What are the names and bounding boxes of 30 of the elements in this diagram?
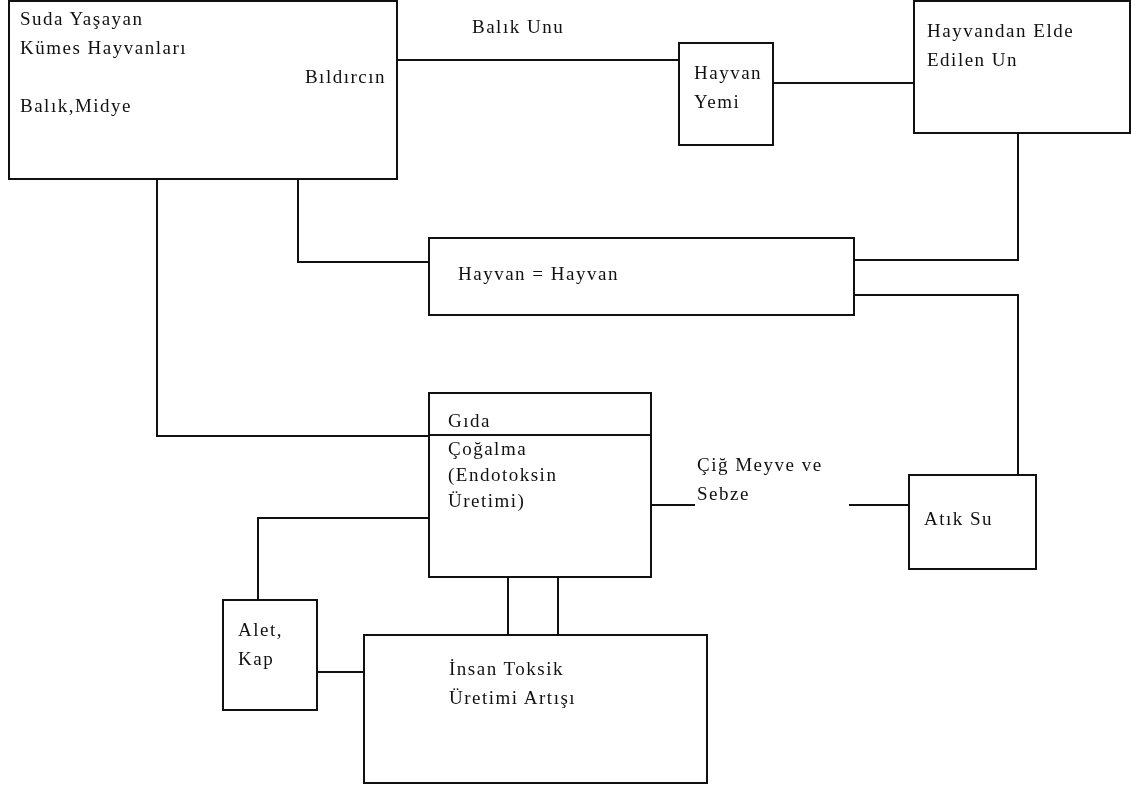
box-text: Çoğalma (Endotoksin Üretimi) <box>447 437 559 513</box>
box-text: Kümes Hayvanları <box>20 36 187 60</box>
connector-line <box>507 577 509 635</box>
box-text: Suda Yaşayan <box>20 7 144 31</box>
process-box <box>913 0 1131 134</box>
box-text: Hayvandan Elde Edilen Un <box>927 19 1076 72</box>
connector-line <box>773 82 914 84</box>
box-text: Bıldırcın <box>304 65 386 89</box>
box-text: Atık Su <box>924 507 994 531</box>
box-text: Alet, Kap <box>238 618 284 671</box>
box-text: Gıda <box>430 394 650 436</box>
process-box <box>222 599 318 711</box>
connector-line <box>297 179 429 263</box>
process-box <box>908 474 1037 570</box>
process-box <box>363 634 708 784</box>
process-box <box>428 392 652 578</box>
connector-line <box>317 671 364 673</box>
box-text: Hayvan Yemi <box>694 61 764 114</box>
connector-line <box>257 517 429 600</box>
connector-line <box>156 179 429 437</box>
connector-line <box>854 294 1019 475</box>
box-text: İnsan Toksik Üretimi Artışı <box>449 657 578 710</box>
connector-line <box>397 59 679 61</box>
box-text: Hayvan = Hayvan <box>458 262 619 286</box>
process-box <box>8 0 398 180</box>
process-box <box>428 237 855 316</box>
box-text: Balık,Midye <box>20 94 133 118</box>
connector-line <box>557 577 559 635</box>
connector-line <box>854 133 1019 261</box>
process-box <box>678 42 774 146</box>
